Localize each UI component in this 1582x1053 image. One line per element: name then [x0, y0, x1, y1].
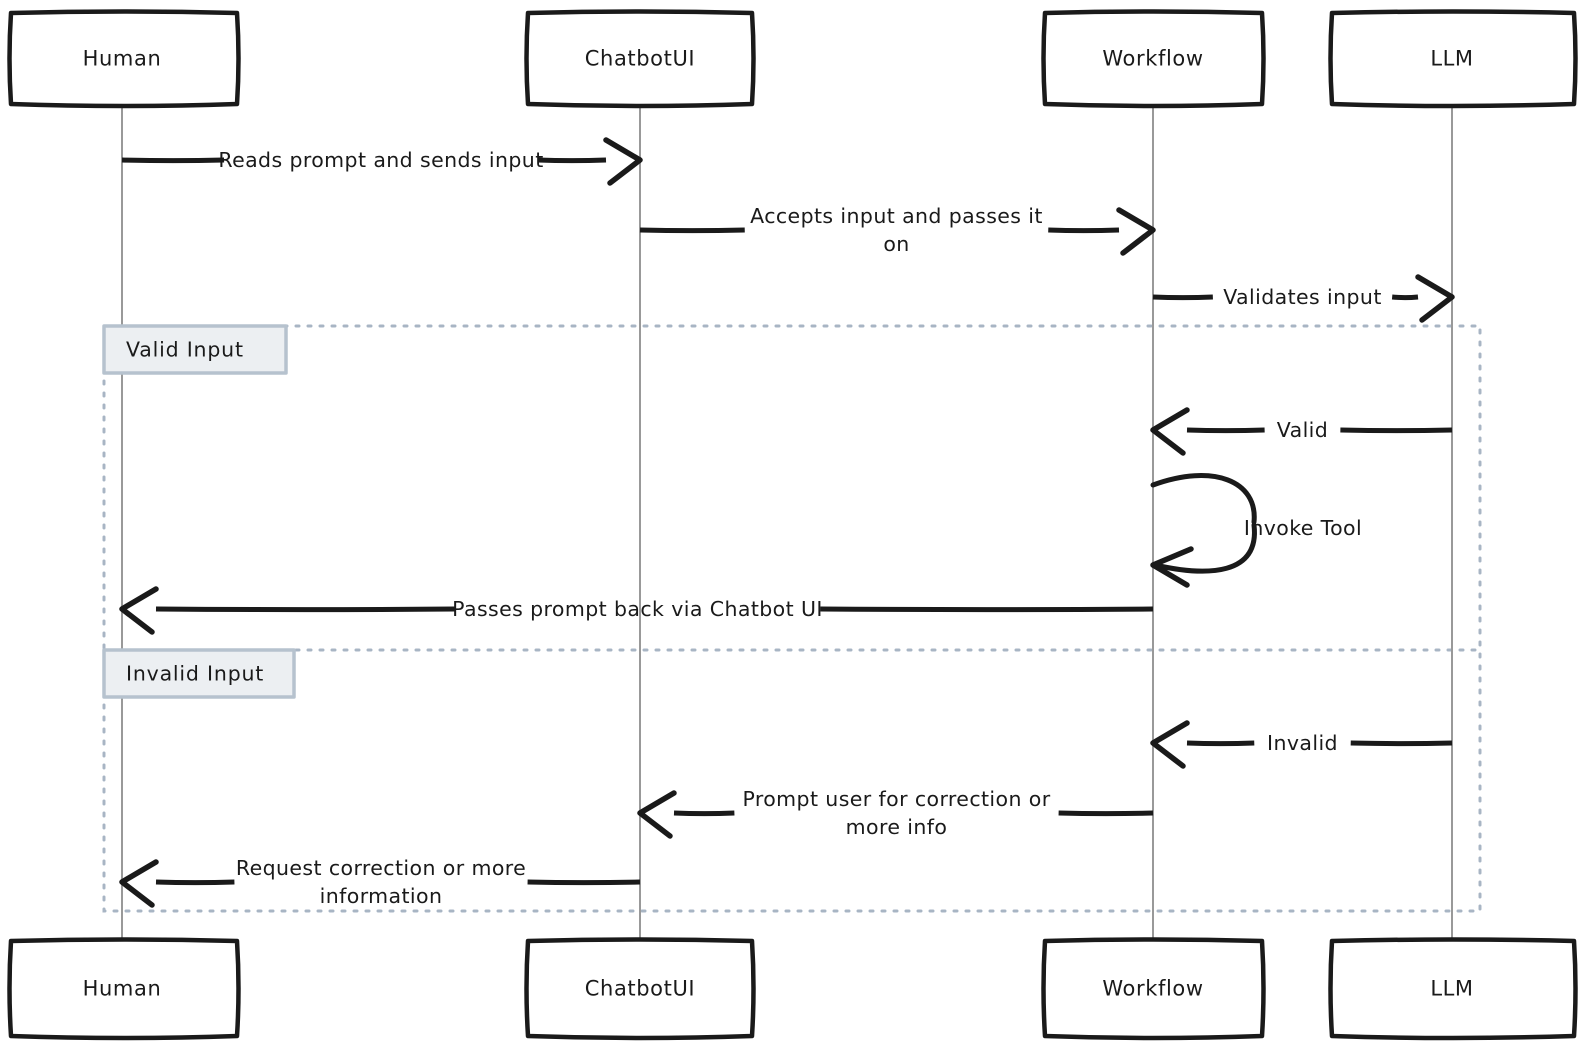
message-label-m4: Valid [1277, 418, 1328, 442]
combined-fragment [102, 324, 1482, 913]
message-shaft-left-m2 [639, 227, 745, 234]
message-label-m6: Passes prompt back via Chatbot UI [452, 597, 823, 621]
participant-label-llm: LLM [1430, 47, 1473, 71]
participant-label-chatbot: ChatbotUI [585, 977, 695, 1001]
participant-label-chatbot: ChatbotUI [585, 47, 695, 71]
message-arrowhead-m4 [1150, 407, 1190, 456]
message-m9[interactable]: Request correction or more information [119, 856, 641, 908]
fragment-outline [102, 324, 1482, 913]
participant-human-top[interactable]: Human [7, 9, 241, 109]
message-label-m2-line1: Accepts input and passes it [750, 204, 1043, 228]
participant-label-llm: LLM [1430, 977, 1473, 1001]
message-shaft-left-m4 [1186, 427, 1265, 434]
message-label-m2-line2: on [883, 232, 909, 256]
message-m7[interactable]: Invalid [1150, 720, 1453, 769]
message-label-m7: Invalid [1267, 731, 1338, 755]
message-label-m9-line2: information [320, 884, 443, 908]
participant-workflow-top[interactable]: Workflow [1041, 9, 1266, 109]
message-shaft-right-m3 [1391, 294, 1419, 301]
participant-box-human [7, 9, 241, 109]
participant-box-chatbot [524, 937, 756, 1041]
message-label-m8-line1: Prompt user for correction or [742, 787, 1050, 811]
message-label-m1: Reads prompt and sends input [218, 148, 543, 172]
message-shaft-right-m1 [537, 157, 607, 164]
participant-row-top: Human ChatbotUI Workflow LLM [7, 9, 1578, 109]
message-shaft-left-m9 [155, 879, 235, 886]
message-label-m9-line1: Request correction or more [236, 856, 526, 880]
participant-box-human [7, 937, 241, 1041]
message-label-m8-line2: more info [846, 815, 948, 839]
participant-label-workflow: Workflow [1102, 47, 1203, 71]
message-m2[interactable]: Accepts input and passes it on [639, 204, 1156, 256]
participant-chatbot-top[interactable]: ChatbotUI [524, 9, 756, 109]
fragment-tab-label-valid: Valid Input [126, 338, 244, 362]
message-arrowhead-m8 [637, 790, 677, 839]
participant-label-workflow: Workflow [1102, 977, 1203, 1001]
message-arrowhead-m9 [119, 859, 159, 908]
participant-label-human: Human [83, 47, 162, 71]
message-shaft-right-m4 [1340, 427, 1453, 434]
participant-llm-top[interactable]: LLM [1328, 9, 1578, 109]
participant-label-human: Human [83, 977, 162, 1001]
message-shaft-left-m6 [155, 606, 455, 613]
self-loop-arrowhead [1150, 546, 1194, 588]
lifelines [121, 105, 1453, 940]
self-loop-upper [1150, 473, 1257, 525]
participant-box-chatbot [524, 9, 756, 109]
participant-chatbot-bottom[interactable]: ChatbotUI [524, 937, 756, 1041]
message-arrowhead-m6 [119, 586, 159, 635]
participant-box-workflow [1041, 937, 1266, 1041]
fragment-tab-box-valid [102, 324, 288, 375]
participant-box-llm [1328, 937, 1578, 1041]
message-shaft-left-m8 [673, 810, 735, 817]
participant-row-bottom: Human ChatbotUI Workflow LLM [7, 937, 1578, 1041]
message-m4[interactable]: Valid [1150, 407, 1453, 456]
message-shaft-left-m7 [1186, 740, 1255, 747]
self-loop-lower [1152, 522, 1257, 574]
fragment-tab-box-invalid [102, 648, 296, 699]
participant-llm-bottom[interactable]: LLM [1328, 937, 1578, 1041]
participant-box-workflow [1041, 9, 1266, 109]
fragment-tab-label-invalid: Invalid Input [126, 662, 264, 686]
message-arrowhead-m1 [603, 137, 643, 186]
message-m6[interactable]: Passes prompt back via Chatbot UI [119, 586, 1154, 635]
message-shaft-left-m3 [1152, 294, 1213, 301]
message-m5[interactable]: Invoke Tool [1150, 473, 1362, 588]
participant-human-bottom[interactable]: Human [7, 937, 241, 1041]
participant-box-llm [1328, 9, 1578, 109]
fragment-section-valid[interactable]: Valid Input [102, 324, 288, 375]
message-m3[interactable]: Validates input [1152, 274, 1455, 323]
participant-workflow-bottom[interactable]: Workflow [1041, 937, 1266, 1041]
message-shaft-right-m6 [820, 606, 1154, 613]
message-shaft-left-m1 [121, 157, 225, 164]
message-label-m5: Invoke Tool [1244, 516, 1362, 540]
message-arrowhead-m7 [1150, 720, 1190, 769]
message-shaft-right-m7 [1350, 740, 1453, 747]
message-arrowhead-m3 [1415, 274, 1455, 323]
message-arrowhead-m2 [1116, 207, 1156, 256]
message-shaft-right-m2 [1048, 227, 1120, 234]
message-m1[interactable]: Reads prompt and sends input [121, 137, 643, 186]
message-m8[interactable]: Prompt user for correction or more info [637, 787, 1154, 839]
fragment-section-invalid[interactable]: Invalid Input [102, 648, 296, 699]
message-shaft-right-m8 [1058, 810, 1154, 817]
message-shaft-right-m9 [527, 879, 641, 886]
message-label-m3: Validates input [1223, 285, 1382, 309]
